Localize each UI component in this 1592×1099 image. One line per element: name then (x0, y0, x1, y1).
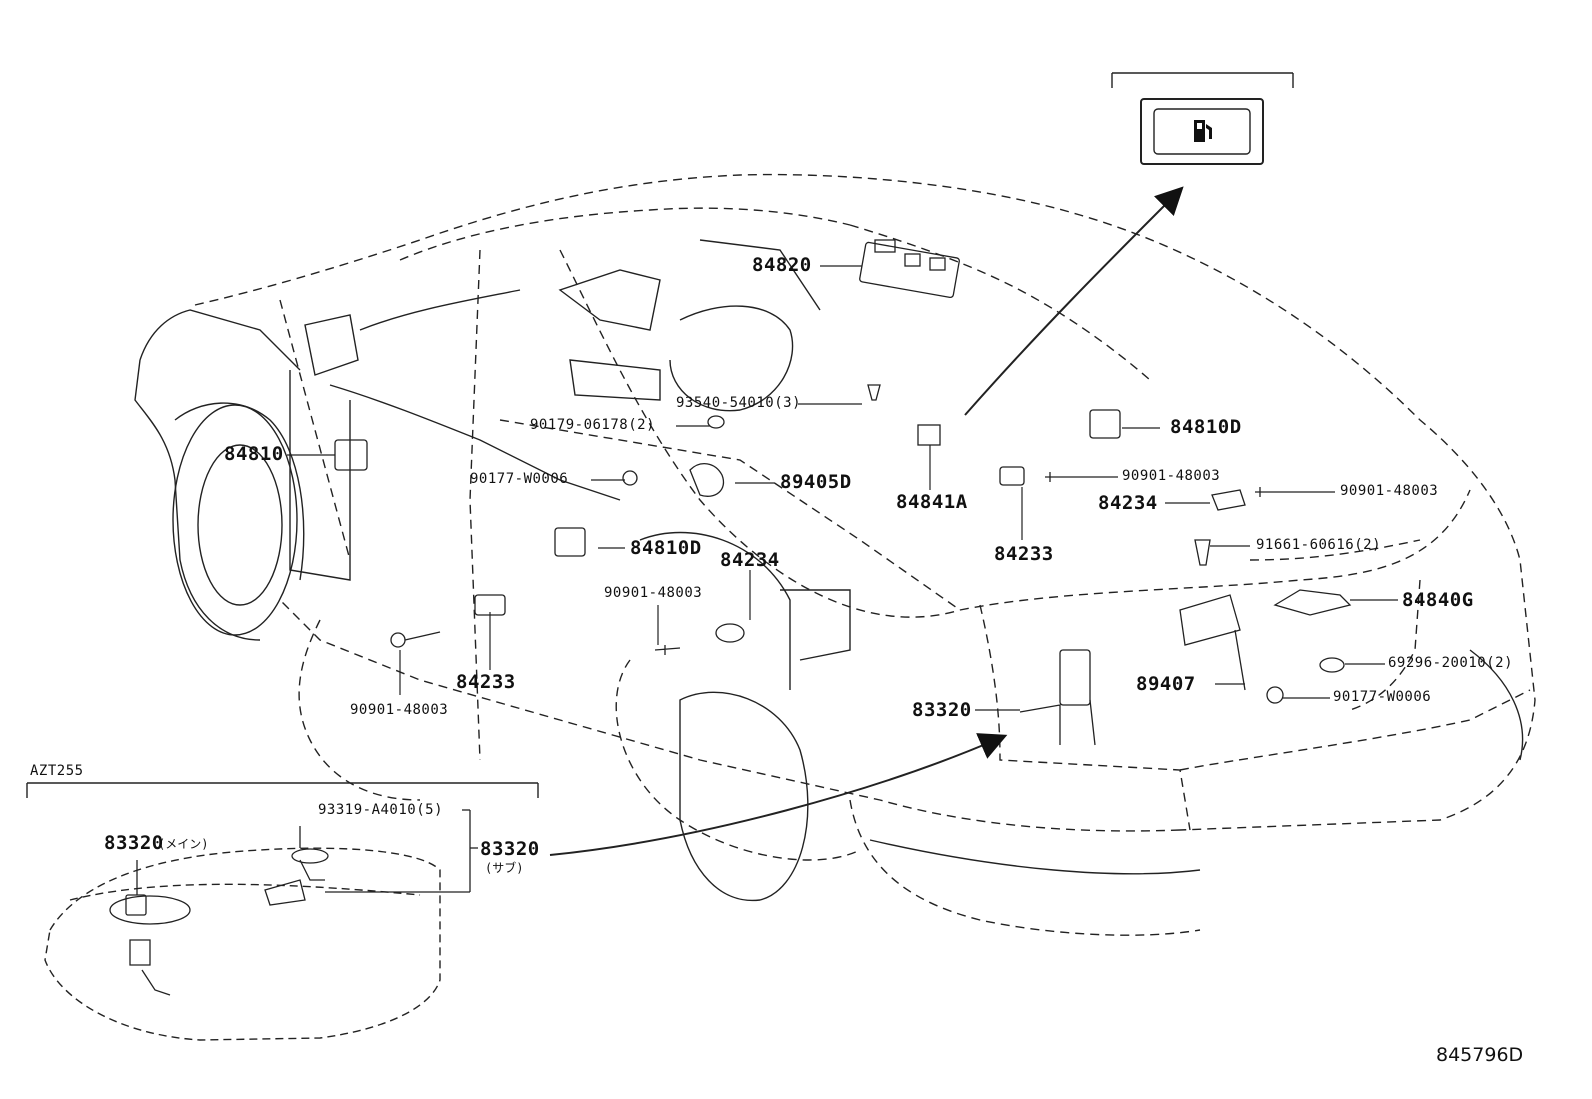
callout-93540-54010: 93540-54010(3) (676, 395, 802, 411)
callout-84841A: 84841A (896, 491, 968, 513)
callout-90901-right-1: 90901-48003 (1122, 468, 1221, 484)
callout-84810D-right: 84810D (1170, 416, 1242, 438)
callout-83320-body: 83320 (912, 699, 972, 721)
callout-90177-rear: 90177-W0006 (1333, 689, 1432, 705)
callout-84820: 84820 (752, 254, 812, 276)
callout-84234-right: 84234 (1098, 492, 1158, 514)
callout-84234-mid: 84234 (720, 549, 780, 571)
callout-89405D: 89405D (780, 471, 852, 493)
callout-84840G: 84840G (1402, 589, 1474, 611)
callout-84233-right: 84233 (994, 543, 1054, 565)
fuel-tank-outline (44, 847, 441, 1041)
car-body-outline (194, 173, 1536, 936)
fuel-door-opener-icon (1194, 120, 1212, 142)
leader-lines (287, 265, 1398, 711)
callout-90901-mid: 90901-48003 (604, 585, 703, 601)
callout-69296-20010: 69296-20010(2) (1388, 655, 1514, 671)
callout-83320-sub: 83320 (480, 838, 540, 860)
callout-91661-60616: 91661-60616(2) (1256, 537, 1382, 553)
callout-90177-front: 90177-W0006 (470, 471, 569, 487)
callout-83320-main-note: (メイン) (158, 837, 209, 851)
callout-83320-main: 83320 (104, 832, 164, 854)
callout-84810-left: 84810 (224, 443, 284, 465)
fuel-switch-housing (1140, 98, 1264, 165)
callout-90901-right-2: 90901-48003 (1340, 483, 1439, 499)
diagram-code: 845796D (1436, 1044, 1524, 1066)
callout-90179-06178: 90179-06178(2) (530, 417, 656, 433)
callout-89407: 89407 (1136, 673, 1196, 695)
callout-84233-left: 84233 (456, 671, 516, 693)
car-front-detail (134, 239, 1524, 902)
callout-93319-A4010: 93319-A4010(5) (318, 802, 444, 818)
part-shapes (334, 239, 1352, 746)
callout-84810D-mid: 84810D (630, 537, 702, 559)
variant-label: AZT255 (30, 763, 84, 779)
callout-90901-left: 90901-48003 (350, 702, 449, 718)
callout-83320-sub-note: (サブ) (485, 861, 524, 875)
